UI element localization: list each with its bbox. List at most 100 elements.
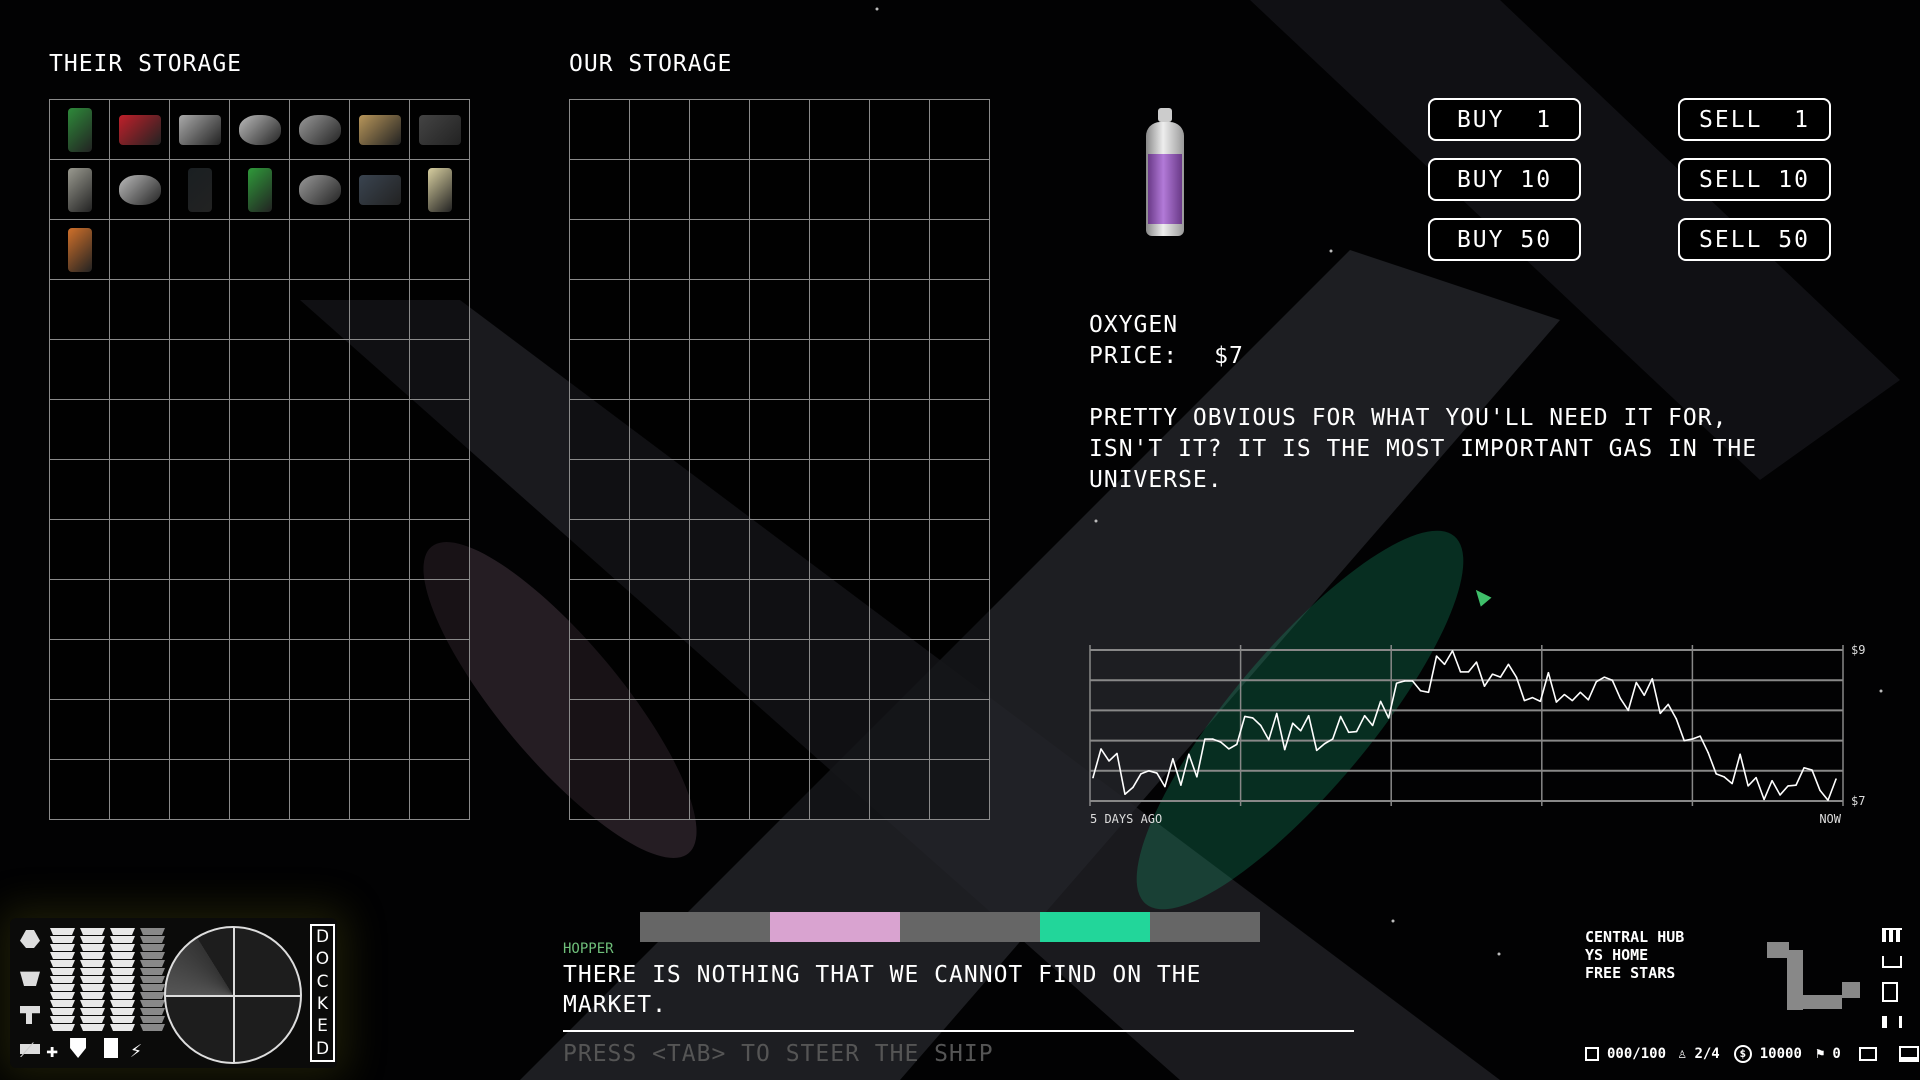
storage-slot[interactable] [50,220,110,280]
storage-slot[interactable] [930,160,990,220]
storage-slot[interactable] [810,280,870,340]
storage-slot[interactable] [170,100,230,160]
storage-slot[interactable] [50,520,110,580]
storage-slot[interactable] [110,460,170,520]
storage-slot[interactable] [170,460,230,520]
crew-roster-icon[interactable] [1882,928,1902,942]
storage-slot[interactable] [750,640,810,700]
storage-slot[interactable] [930,700,990,760]
storage-slot[interactable] [870,280,930,340]
crystal-cluster-icon[interactable] [118,174,161,205]
metal-pipes-icon[interactable] [178,114,221,145]
storage-slot[interactable] [410,280,470,340]
storage-slot[interactable] [630,100,690,160]
storage-slot[interactable] [110,700,170,760]
storage-slot[interactable] [170,400,230,460]
storage-slot[interactable] [350,460,410,520]
storage-slot[interactable] [230,700,290,760]
storage-slot[interactable] [690,520,750,580]
storage-slot[interactable] [350,640,410,700]
storage-slot[interactable] [410,520,470,580]
storage-slot[interactable] [690,640,750,700]
sell-10-button[interactable]: SELL 10 [1678,158,1831,201]
storage-slot[interactable] [350,160,410,220]
storage-slot[interactable] [750,400,810,460]
storage-slot[interactable] [230,520,290,580]
storage-slot[interactable] [350,340,410,400]
storage-slot[interactable] [810,220,870,280]
repair-wrench-icon[interactable]: ⟋ [20,1038,34,1062]
storage-slot[interactable] [410,340,470,400]
storage-slot[interactable] [290,640,350,700]
storage-slot[interactable] [110,280,170,340]
storage-slot[interactable] [170,220,230,280]
storage-slot[interactable] [870,340,930,400]
storage-slot[interactable] [290,160,350,220]
shield-icon[interactable] [70,1038,87,1058]
storage-slot[interactable] [50,400,110,460]
storage-slot[interactable] [170,340,230,400]
storage-slot[interactable] [110,340,170,400]
storage-slot[interactable] [630,460,690,520]
storage-slot[interactable] [750,280,810,340]
storage-slot[interactable] [870,460,930,520]
storage-slot[interactable] [290,520,350,580]
empty-fuel-cell-icon[interactable] [187,167,212,212]
buy-1-button[interactable]: BUY 1 [1428,98,1581,141]
storage-slot[interactable] [810,580,870,640]
storage-slot[interactable] [110,160,170,220]
storage-slot[interactable] [750,220,810,280]
storage-slot[interactable] [690,280,750,340]
fuel-pump-icon[interactable] [104,1038,119,1058]
sell-1-button[interactable]: SELL 1 [1678,98,1831,141]
storage-slot[interactable] [290,460,350,520]
storage-slot[interactable] [630,700,690,760]
storage-slot[interactable] [290,580,350,640]
storage-slot[interactable] [750,460,810,520]
storage-slot[interactable] [350,400,410,460]
storage-slot[interactable] [810,100,870,160]
storage-slot[interactable] [930,460,990,520]
station-minimap[interactable] [1767,940,1867,1015]
storage-slot[interactable] [50,700,110,760]
storage-slot[interactable] [630,160,690,220]
storage-slot[interactable] [350,580,410,640]
storage-slot[interactable] [930,400,990,460]
storage-slot[interactable] [350,520,410,580]
storage-slot[interactable] [870,760,930,820]
storage-slot[interactable] [350,220,410,280]
storage-slot[interactable] [630,640,690,700]
n2o-canister-icon[interactable] [428,167,452,212]
storage-slot[interactable] [290,100,350,160]
storage-slot[interactable] [810,760,870,820]
storage-slot[interactable] [50,340,110,400]
storage-slot[interactable] [810,340,870,400]
storage-slot[interactable] [870,100,930,160]
storage-slot[interactable] [570,220,630,280]
storage-slot[interactable] [930,220,990,280]
storage-slot[interactable] [570,280,630,340]
storage-slot[interactable] [570,700,630,760]
storage-slot[interactable] [570,400,630,460]
storage-slot[interactable] [930,280,990,340]
storage-slot[interactable] [230,760,290,820]
storage-slot[interactable] [570,640,630,700]
storage-slot[interactable] [630,760,690,820]
ore-rock-icon[interactable] [298,174,341,205]
storage-slot[interactable] [810,520,870,580]
storage-slot[interactable] [230,460,290,520]
storage-slot[interactable] [690,580,750,640]
storage-slot[interactable] [170,760,230,820]
storage-slot[interactable] [690,400,750,460]
storage-slot[interactable] [870,220,930,280]
storage-slot[interactable] [630,400,690,460]
sphere-cluster-icon[interactable] [238,114,281,145]
storage-slot[interactable] [750,700,810,760]
our-storage-grid[interactable] [569,99,990,820]
battery-box-icon[interactable] [118,114,161,145]
storage-slot[interactable] [350,280,410,340]
storage-slot[interactable] [290,760,350,820]
storage-slot[interactable] [630,220,690,280]
storage-slot[interactable] [230,580,290,640]
storage-slot[interactable] [870,400,930,460]
